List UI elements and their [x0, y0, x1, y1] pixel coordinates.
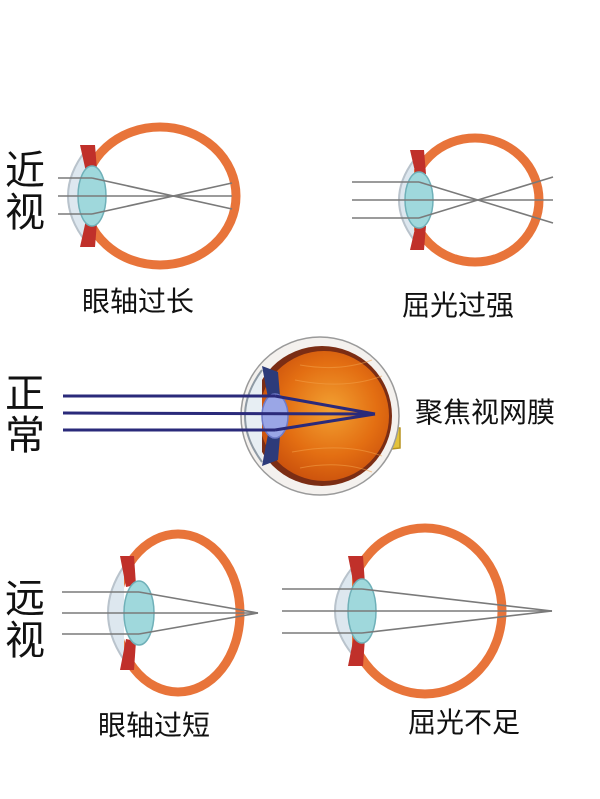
light-rays: [352, 176, 554, 224]
iris-upper: [120, 556, 136, 587]
eye-hyperopia-axial: [62, 529, 259, 697]
caption-normal-focus: 聚焦视网膜: [415, 396, 556, 429]
caption-hyperopia-refractive: 屈光不足: [408, 706, 521, 739]
lens: [261, 393, 289, 439]
iris-lower: [262, 434, 280, 466]
light-rays: [62, 394, 376, 432]
label-normal-char-2: 常: [5, 413, 45, 459]
eye-hyperopia-refractive: [282, 523, 553, 699]
label-hyperopia: 远 视: [2, 578, 48, 662]
label-normal: 正 常: [2, 373, 48, 457]
label-myopia-char-1: 近: [5, 148, 45, 194]
iris-lower: [410, 224, 426, 250]
eye-myopia-axial: [58, 122, 241, 270]
caption-hyperopia-axial: 眼轴过短: [98, 709, 211, 742]
light-rays: [282, 588, 553, 634]
label-hyperopia-char-2: 视: [5, 618, 45, 664]
light-rays: [58, 177, 233, 215]
iris-upper: [410, 150, 426, 176]
eye-normal: [62, 336, 401, 496]
iris-upper: [262, 366, 280, 398]
iris-lower: [80, 220, 97, 247]
caption-myopia-axial: 眼轴过长: [82, 285, 195, 318]
label-myopia-char-2: 视: [5, 190, 45, 236]
vitreous-body: [259, 351, 389, 481]
iris-lower: [120, 639, 136, 670]
caption-myopia-refractive: 屈光过强: [402, 289, 515, 322]
light-rays: [62, 591, 259, 635]
iris-upper: [80, 145, 97, 172]
eye-myopia-refractive: [352, 133, 554, 267]
cornea: [244, 369, 263, 463]
label-hyperopia-char-1: 远: [5, 576, 45, 622]
retina-texture: [291, 359, 383, 473]
label-normal-char-1: 正: [5, 371, 45, 417]
label-myopia: 近 视: [2, 150, 48, 234]
